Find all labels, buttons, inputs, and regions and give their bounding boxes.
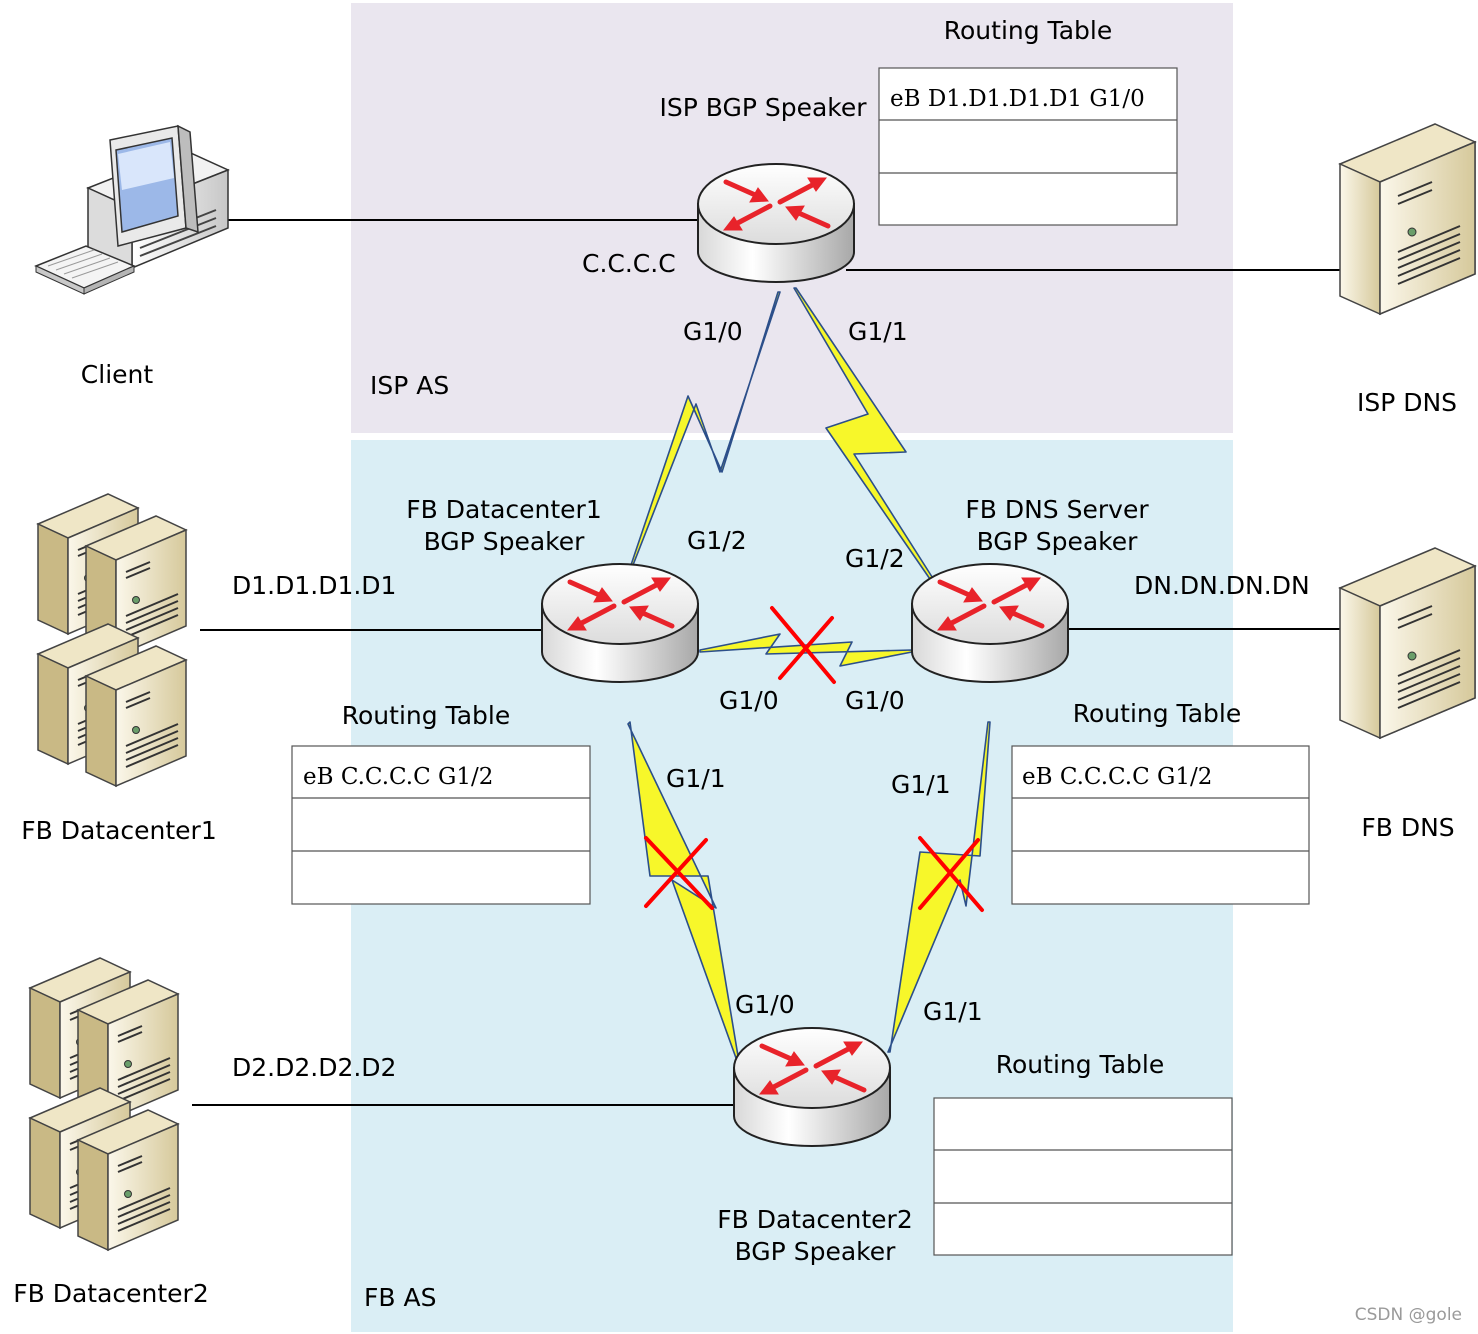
server-icon-fb-dns[interactable] <box>1339 547 1476 739</box>
router-name-dc2: FB Datacenter2 <box>717 1205 913 1234</box>
iface-dc2-g10: G1/0 <box>735 990 795 1019</box>
iface-dc1-g12: G1/2 <box>687 526 747 555</box>
address-dc1: D1.D1.D1.D1 <box>232 571 396 600</box>
routing-table-dns: Routing Table eB C.C.C.C G1/2 <box>1011 699 1310 905</box>
routing-table-isp: Routing Table eB D1.D1.D1.D1 G1/0 <box>878 16 1178 226</box>
router-icon-dc1[interactable] <box>542 564 698 682</box>
router-name2-dns: BGP Speaker <box>977 527 1139 556</box>
iface-dc1-g10: G1/0 <box>719 686 779 715</box>
routing-table-title: Routing Table <box>996 1050 1164 1079</box>
routing-table-dc1: Routing Table eB C.C.C.C G1/2 <box>291 701 591 905</box>
address-dc2: D2.D2.D2.D2 <box>232 1053 396 1082</box>
address-dns: DN.DN.DN.DN <box>1134 571 1310 600</box>
router-name2-dc2: BGP Speaker <box>735 1237 897 1266</box>
routing-table-title: Routing Table <box>944 16 1112 45</box>
routing-table-title: Routing Table <box>342 701 510 730</box>
router-icon-dc2[interactable] <box>734 1028 890 1146</box>
host-label-fb-dns: FB DNS <box>1361 813 1454 842</box>
host-label-fb-dc2: FB Datacenter2 <box>13 1279 209 1308</box>
desktop-computer-icon[interactable] <box>34 124 230 295</box>
failure-mark-dc1-dns <box>770 606 836 684</box>
router-name-isp: ISP BGP Speaker <box>659 93 867 122</box>
iface-dc2-g11: G1/1 <box>923 997 983 1026</box>
routing-entry: eB D1.D1.D1.D1 G1/0 <box>890 86 1145 112</box>
fb-as-label: FB AS <box>364 1283 436 1312</box>
server-cluster-icon-dc1[interactable] <box>38 494 186 786</box>
isp-as-label: ISP AS <box>370 371 449 400</box>
host-label-isp-dns: ISP DNS <box>1357 388 1457 417</box>
watermark: CSDN @gole <box>1355 1305 1462 1325</box>
router-name-dns: FB DNS Server <box>965 495 1149 524</box>
routing-table-title: Routing Table <box>1073 699 1241 728</box>
routing-entry: eB C.C.C.C G1/2 <box>1022 764 1212 790</box>
router-name-dc1: FB Datacenter1 <box>406 495 602 524</box>
routing-entry: eB C.C.C.C G1/2 <box>303 764 493 790</box>
server-cluster-icon-dc2[interactable] <box>30 958 178 1250</box>
host-label-fb-dc1: FB Datacenter1 <box>21 816 217 845</box>
router-name2-dc1: BGP Speaker <box>424 527 586 556</box>
address-client: C.C.C.C <box>582 249 676 278</box>
host-label-client: Client <box>81 360 154 389</box>
server-icon-isp-dns[interactable] <box>1339 123 1476 315</box>
failure-mark-dns-dc2 <box>918 836 984 912</box>
iface-isp-g11: G1/1 <box>848 317 908 346</box>
iface-dns-g11: G1/1 <box>891 770 951 799</box>
iface-isp-g10: G1/0 <box>683 317 743 346</box>
iface-dns-g12: G1/2 <box>845 544 905 573</box>
iface-dns-g10: G1/0 <box>845 686 905 715</box>
failure-mark-dc1-dc2 <box>644 836 714 910</box>
iface-dc1-g11: G1/1 <box>666 764 726 793</box>
router-icon-dns[interactable] <box>912 564 1068 682</box>
routing-table-dc2: Routing Table <box>933 1050 1233 1256</box>
router-icon-isp[interactable] <box>698 164 854 282</box>
